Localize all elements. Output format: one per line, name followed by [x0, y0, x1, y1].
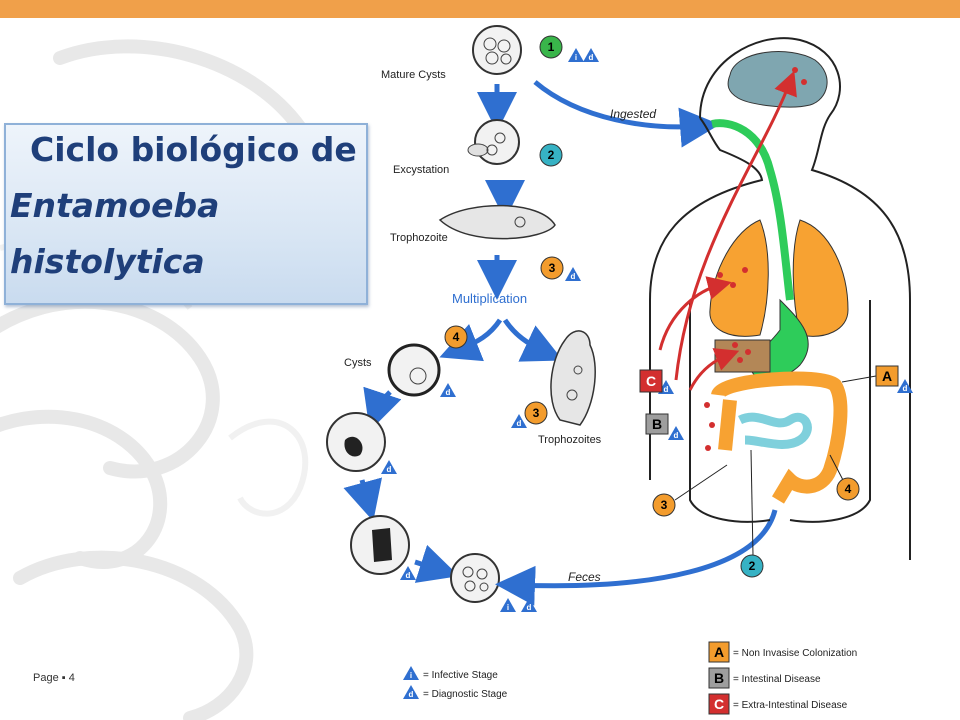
stage-3-badge: 3 — [540, 256, 564, 280]
svg-text:= Intestinal Disease: = Intestinal Disease — [733, 674, 821, 685]
title-line-2: Entamoeba — [10, 186, 220, 225]
svg-text:A: A — [714, 644, 724, 660]
top-accent-bar — [0, 0, 960, 18]
label-ingested: Ingested — [610, 107, 656, 121]
svg-text:i: i — [410, 671, 412, 680]
label-trophozoite: Trophozoite — [390, 232, 448, 244]
stage-4-pointer — [829, 454, 844, 481]
arrow-mult-right — [502, 318, 564, 362]
svg-text:d: d — [446, 388, 451, 397]
stage-4-badge: 4 — [444, 325, 468, 349]
final-cyst-icon — [450, 553, 500, 603]
svg-text:4: 4 — [453, 330, 460, 344]
infection-arrows — [658, 70, 797, 391]
label-mature-cysts: Mature Cysts — [381, 69, 446, 81]
stage-3-pointer — [674, 464, 728, 501]
svg-text:d: d — [409, 690, 414, 699]
svg-text:3: 3 — [661, 498, 668, 512]
tag-b: B — [645, 413, 669, 435]
stage-3-body-badge: 3 — [652, 493, 676, 517]
stage-2-body-badge: 2 — [740, 554, 764, 578]
svg-text:= Diagnostic Stage: = Diagnostic Stage — [423, 689, 508, 700]
svg-text:d: d — [903, 384, 908, 393]
cyst-stage-b-icon — [326, 412, 386, 472]
arrow-cyst-down — [363, 386, 402, 431]
svg-text:C: C — [714, 696, 724, 712]
legend-a: A = Non Invasise Colonization — [708, 641, 857, 663]
mature-cyst-icon — [472, 25, 522, 75]
arrow-mult-left — [439, 318, 503, 362]
stage-2-badge: 2 — [539, 143, 563, 167]
stage-2-pointer — [750, 449, 754, 556]
svg-text:d: d — [517, 419, 522, 428]
label-multiplication: Multiplication — [452, 291, 527, 306]
svg-text:i: i — [507, 603, 509, 612]
trophozoites-icon — [550, 330, 596, 426]
svg-text:d: d — [664, 385, 669, 394]
svg-text:2: 2 — [749, 559, 756, 573]
title-line-1: Ciclo biológico de — [30, 130, 357, 169]
svg-text:C: C — [646, 373, 656, 389]
arrow-ingested — [533, 80, 720, 148]
tag-a-pointer — [841, 375, 877, 383]
svg-text:A: A — [882, 368, 892, 384]
svg-text:i: i — [575, 53, 577, 62]
stage-1-badge: 1 — [539, 35, 563, 59]
label-cysts: Cysts — [344, 357, 372, 369]
cyst-icon — [387, 343, 441, 397]
svg-text:d: d — [571, 272, 576, 281]
legend-diagnostic: d = Diagnostic Stage — [403, 685, 508, 700]
brain-icon — [727, 51, 828, 108]
svg-text:B: B — [652, 416, 662, 432]
excystation-icon — [467, 119, 520, 165]
svg-text:B: B — [714, 670, 724, 686]
label-trophozoites: Trophozoites — [538, 434, 602, 446]
stage-4-body-badge: 4 — [836, 477, 860, 501]
stage-3-trophozoites-badge: 3 — [524, 401, 548, 425]
legend-infective: i = Infective Stage — [403, 666, 498, 681]
arrow-cyst-b-to-c — [343, 477, 383, 522]
svg-text:1: 1 — [548, 40, 555, 54]
life-cycle-diagram: Mature Cysts Excystation Trophozoite Mul… — [326, 25, 913, 715]
title-line-3: histolytica — [10, 242, 205, 281]
svg-text:4: 4 — [845, 482, 852, 496]
label-excystation: Excystation — [393, 164, 449, 176]
svg-text:= Extra-Intestinal Disease: = Extra-Intestinal Disease — [733, 700, 848, 711]
svg-text:= Non Invasise Colonization: = Non Invasise Colonization — [733, 648, 857, 659]
trophozoite-icon — [438, 204, 556, 240]
infection-sites — [704, 67, 807, 451]
label-feces: Feces — [568, 570, 601, 584]
legend-b: B = Intestinal Disease — [708, 667, 821, 689]
tag-a: A — [875, 365, 899, 387]
svg-text:3: 3 — [533, 406, 540, 420]
page-number: Page ▪ 4 — [33, 672, 75, 684]
svg-text:d: d — [674, 431, 679, 440]
human-body-outline — [649, 37, 911, 560]
svg-text:d: d — [406, 571, 411, 580]
svg-text:= Infective Stage: = Infective Stage — [423, 670, 498, 681]
arrow-cyst-c-to-final — [414, 544, 460, 583]
lungs-icon — [709, 219, 849, 337]
svg-text:d: d — [387, 465, 392, 474]
gi-tract-icon — [711, 119, 848, 504]
cyst-stage-c-icon — [350, 515, 410, 575]
svg-text:d: d — [527, 603, 532, 612]
svg-text:3: 3 — [549, 261, 556, 275]
tag-c: C — [639, 369, 663, 393]
arrow-feces — [495, 509, 778, 606]
svg-text:2: 2 — [548, 148, 555, 162]
title-box — [4, 123, 368, 305]
svg-text:d: d — [589, 53, 594, 62]
legend-c: C = Extra-Intestinal Disease — [708, 693, 848, 715]
